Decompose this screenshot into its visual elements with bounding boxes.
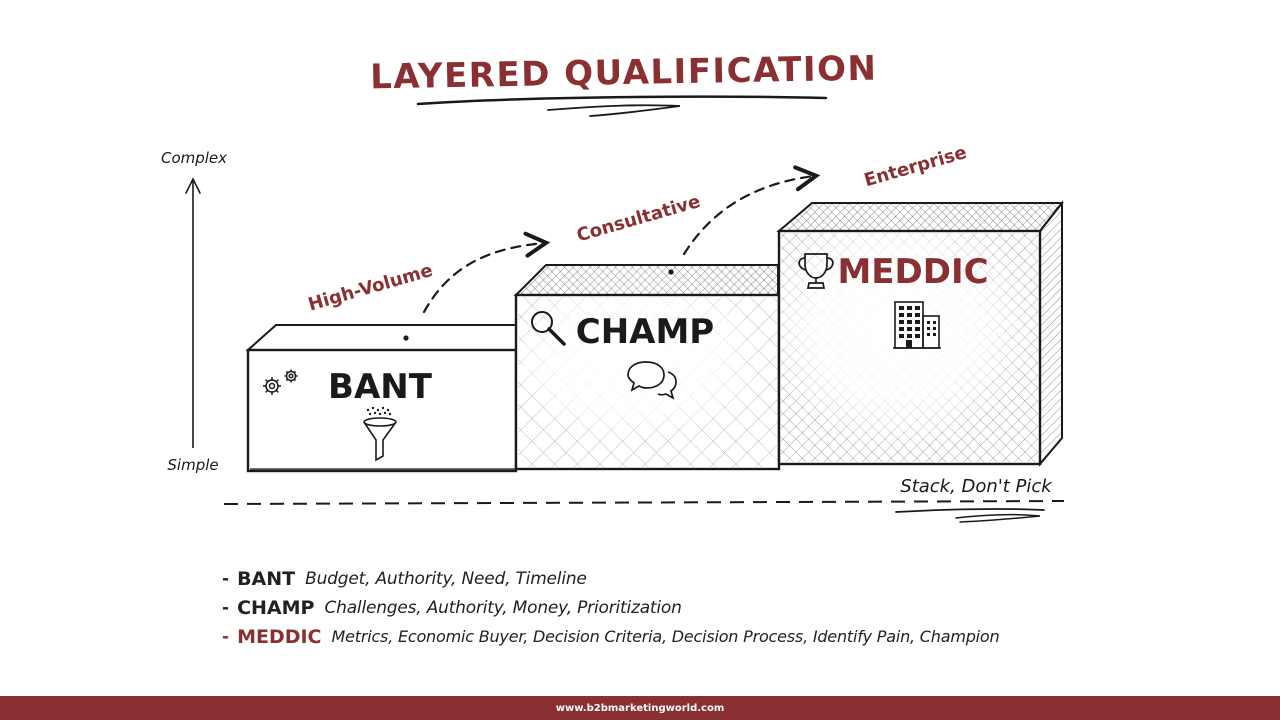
legend-description: Metrics, Economic Buyer, Decision Criter… [331,627,1000,646]
title-underline [416,95,828,106]
arrow-bant-to-champ [422,231,551,314]
legend-item-champ: - CHAMP Challenges, Authority, Money, Pr… [222,593,999,622]
legend-bullet: - [222,568,230,589]
tier-label-high-volume: High-Volume [306,260,435,316]
baseline-note-underline-2 [955,513,1041,523]
gears-icon [263,369,298,395]
meddic-block [776,200,1065,467]
bant-arrow-origin [403,335,409,341]
bant-label: BANT [328,367,433,407]
diagram-canvas: LAYERED QUALIFICATION Complex Simple BAN… [161,49,1065,523]
legend-item-meddic: - MEDDIC Metrics, Economic Buyer, Decisi… [222,622,1000,651]
axis-label-simple: Simple [167,456,218,474]
complexity-axis-arrow [185,177,201,194]
legend-item-bant: - BANT Budget, Authority, Need, Timeline [222,564,999,593]
legend-term: MEDDIC [237,625,322,648]
legend-description: Budget, Authority, Need, Timeline [305,568,587,589]
legend-bullet: - [222,626,230,647]
funnel-icon [363,406,397,462]
chat-bubbles-icon [627,361,677,400]
axis-label-complex: Complex [161,149,227,167]
arrow-champ-to-meddic [682,165,821,256]
title-underline-2 [547,104,681,117]
baseline-note: Stack, Don't Pick [900,476,1053,497]
footer-website-link[interactable]: www.b2bmarketingworld.com [555,702,725,714]
building-icon [893,301,941,349]
baseline-note-underline [895,508,1045,513]
legend-bullet: - [222,597,230,618]
tier-label-consultative: Consultative [574,191,702,246]
tier-label-enterprise: Enterprise [862,142,969,191]
champ-arrow-origin [668,269,674,275]
diagram-title: LAYERED QUALIFICATION [370,49,878,98]
legend-description: Challenges, Authority, Money, Prioritiza… [324,597,682,618]
legend-term: CHAMP [237,596,315,619]
legend: - BANT Budget, Authority, Need, Timeline… [222,564,1000,651]
champ-block [513,264,781,471]
meddic-label: MEDDIC [837,252,988,292]
footer-bar: www.b2bmarketingworld.com [0,696,1280,720]
trophy-icon [798,253,834,289]
legend-term: BANT [237,567,296,590]
baseline-dashed [223,500,1065,505]
champ-label: CHAMP [576,312,714,352]
magnifier-icon [531,311,566,346]
